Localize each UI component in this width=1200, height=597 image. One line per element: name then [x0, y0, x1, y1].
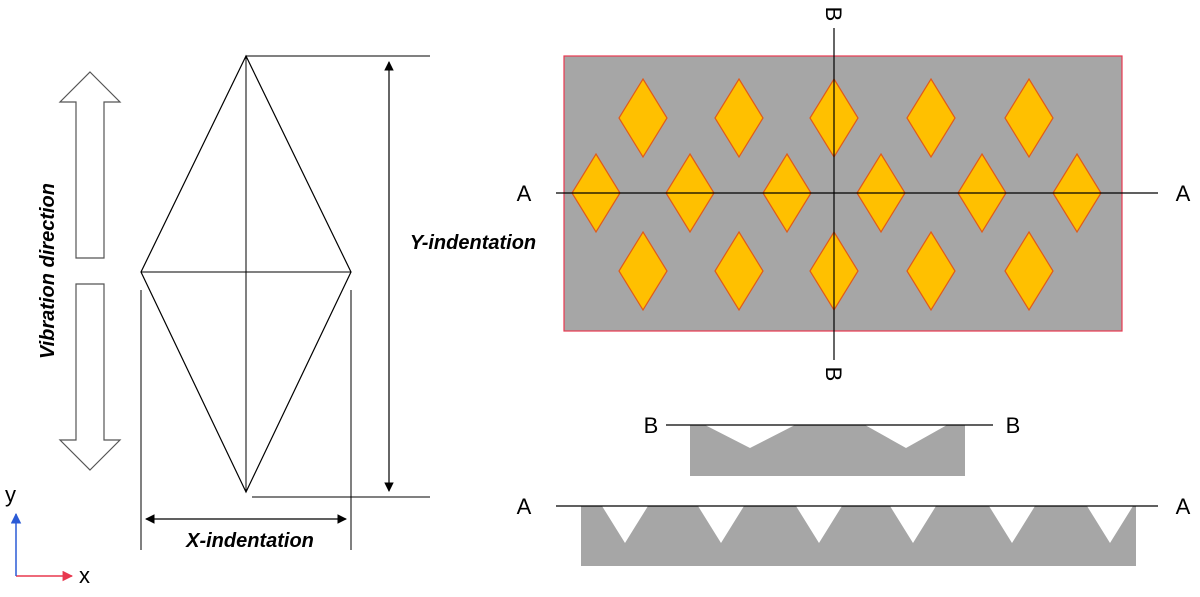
section-a-right-label: A — [1176, 181, 1191, 206]
vibration-arrow: Vibration direction — [37, 71, 122, 471]
section-b-profile: B B — [644, 413, 1021, 476]
section-a-left-label: A — [517, 181, 532, 206]
y-indentation-label: Y-indentation — [410, 232, 536, 254]
section-a-profile: A A — [517, 494, 1191, 566]
plate-diamond — [1004, 230, 1054, 312]
vibration-direction-label: Vibration direction — [37, 183, 59, 359]
y-indentation-dimension: Y-indentation — [246, 55, 536, 498]
indented-plate: A A B B — [517, 7, 1191, 382]
section-b-profile-left-label: B — [644, 413, 659, 438]
section-a-body — [581, 506, 1136, 566]
plate-diamond — [714, 77, 764, 159]
x-indentation-dimension: X-indentation — [140, 290, 352, 552]
plate-diamond — [906, 230, 956, 312]
x-indentation-label: X-indentation — [185, 530, 314, 552]
vibration-arrow-down — [58, 283, 122, 471]
section-b-profile-right-label: B — [1006, 413, 1021, 438]
section-b-top-label: B — [821, 7, 846, 22]
section-b-body — [690, 425, 965, 476]
plate-diamond — [906, 77, 956, 159]
plate-diamond — [714, 230, 764, 312]
axis-x-label: x — [79, 563, 90, 588]
single-diamond — [140, 54, 352, 494]
section-b-bottom-label: B — [821, 367, 846, 382]
section-a-profile-left-label: A — [517, 494, 532, 519]
axis-indicator: x y — [5, 482, 90, 588]
plate-diamond — [618, 77, 668, 159]
axis-y-label: y — [5, 482, 16, 507]
plate-diamond — [618, 230, 668, 312]
plate-diamond — [1004, 77, 1054, 159]
vibration-arrow-up — [58, 71, 122, 259]
section-a-profile-right-label: A — [1176, 494, 1191, 519]
